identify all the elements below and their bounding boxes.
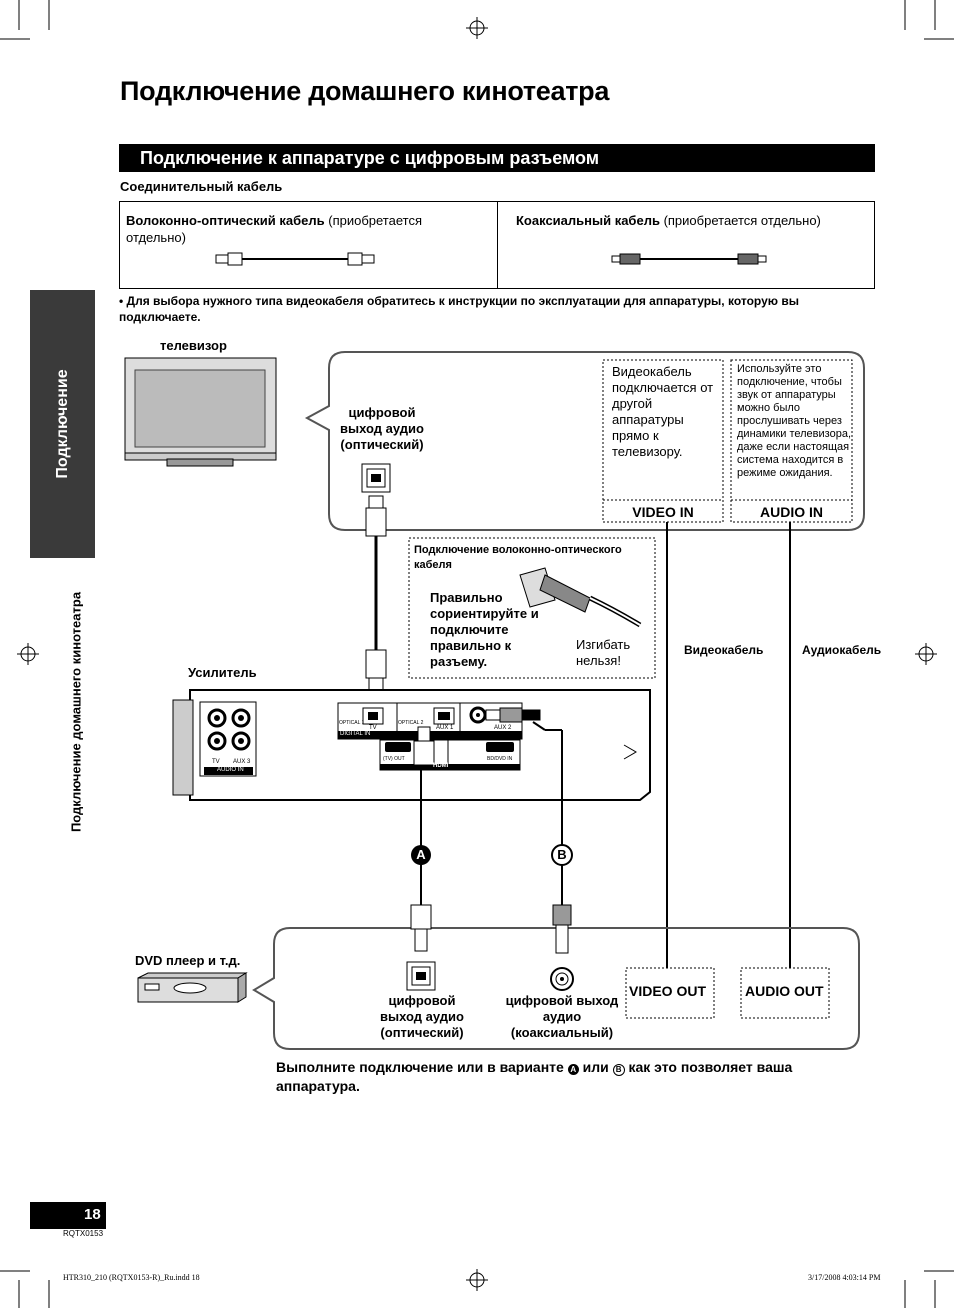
instruction-part3: как это позволяет ваша аппаратура. <box>276 1059 793 1094</box>
instruction-part1: Выполните подключение или в варианте <box>276 1059 568 1075</box>
coaxial-cable-name: Коаксиальный кабель <box>516 213 660 228</box>
tv-illustration <box>124 357 277 467</box>
cable-table: Волоконно-оптический кабель (приобретает… <box>119 201 875 289</box>
footer-file-info: HTR310_210 (RQTX0153-R)_Ru.indd 18 <box>63 1273 200 1282</box>
optical-connector-detail <box>519 567 642 628</box>
optical-cable-suffix: (приобретается отдельно) <box>126 213 422 245</box>
amp-digital-in-label: DIGITAL IN <box>340 731 371 737</box>
optical-box-title: Подключение волоконно-оптического кабеля <box>414 544 622 571</box>
page-number-box <box>30 1202 106 1229</box>
optical-cable-icon <box>215 252 375 266</box>
side-tab <box>30 290 95 558</box>
cable-heading: Соединительный кабель <box>120 179 283 194</box>
dvd-player-illustration <box>137 972 248 1003</box>
optical-box-bend-warning: Изгибать нельзя! <box>576 637 631 668</box>
tv-optical-jack <box>361 463 391 493</box>
amp-aux1-label: AUX 1 <box>436 725 454 731</box>
instruction-marker-b: B <box>612 1064 625 1076</box>
footer-timestamp: 3/17/2008 4:03:14 PM <box>808 1273 881 1282</box>
section-header: Подключение к аппаратуре с цифровым разъ… <box>119 144 875 172</box>
dashed-boxes <box>408 359 853 1019</box>
amp-optical1-label: OPTICAL 1 <box>339 720 365 726</box>
audio-in-label: AUDIO IN <box>760 504 823 520</box>
video-out-label: VIDEO OUT <box>629 983 707 999</box>
plug-a-amp <box>413 726 435 766</box>
coax-plug-amp <box>485 707 541 723</box>
optical-cable-tv <box>365 495 387 691</box>
instruction-marker-a: A <box>567 1064 579 1075</box>
amp-audio-in-label: AUDIO IN <box>217 767 244 773</box>
dvd-optical-jack <box>406 961 436 991</box>
amplifier-illustration <box>172 689 651 801</box>
marker-graphics <box>411 844 573 866</box>
side-tab-label: Подключение <box>54 369 71 479</box>
marker-b: B <box>557 847 567 862</box>
audio-out-label: AUDIO OUT <box>745 983 824 999</box>
amp-bd-dvd-in-label: BD/DVD IN <box>487 756 513 762</box>
dvd-label: DVD плеер и т.д. <box>135 953 241 968</box>
audio-cable-label: Аудиокабель <box>802 643 882 657</box>
coaxial-cable-cell: Коаксиальный кабель (приобретается отдел… <box>516 212 871 229</box>
document-code: RQTX0153 <box>63 1229 104 1238</box>
amplifier-label: Усилитель <box>188 665 257 680</box>
marker-a: A <box>416 847 426 862</box>
page-number: 18 <box>84 1206 101 1223</box>
side-chapter-label: Подключение домашнего кинотеатра <box>68 591 84 833</box>
dvd-coaxial-jack <box>550 967 574 991</box>
dvd-balloon <box>252 927 860 1050</box>
tv-optical-out-label: цифровой выход аудио (оптический) <box>340 405 424 452</box>
tv-label: телевизор <box>160 338 227 353</box>
amp-aux3-label: AUX 3 <box>233 759 251 765</box>
amp-hdmi-label: HDMI <box>433 763 449 769</box>
instruction-part2: или <box>578 1059 613 1075</box>
audio-cable-note: Используйте это подключение, чтобы звук … <box>737 363 851 479</box>
coaxial-cable-suffix: (приобретается отдельно) <box>659 213 821 228</box>
dvd-plugs <box>410 904 572 954</box>
video-cable-note: Видеокабель подключается от другой аппар… <box>612 364 714 459</box>
section-title: Подключение к аппаратуре с цифровым разъ… <box>140 148 600 168</box>
dvd-coaxial-out-label: цифровой выход аудио (коаксиальный) <box>505 993 619 1040</box>
optical-cable-cell: Волоконно-оптический кабель (приобретает… <box>126 212 466 246</box>
connection-instruction: Выполните подключение или в варианте A и… <box>276 1058 876 1096</box>
cable-note: • Для выбора нужного типа видеокабеля об… <box>119 294 799 324</box>
optical-cable-name: Волоконно-оптический кабель <box>126 213 325 228</box>
dvd-optical-out-label: цифровой выход аудио (оптический) <box>380 993 464 1040</box>
amp-tv-label: TV <box>212 759 220 765</box>
video-in-label: VIDEO IN <box>632 504 694 520</box>
coaxial-cable-icon <box>611 253 767 265</box>
amp-aux2-label: AUX 2 <box>494 725 512 731</box>
amp-optical2-label: OPTICAL 2 <box>398 720 424 726</box>
table-divider <box>497 202 498 288</box>
amp-tv-out-label: (TV) OUT <box>383 756 405 762</box>
optical-box-instruction: Правильно сориентируйте и подключите пра… <box>430 590 539 669</box>
amp-tv-optical-label: TV <box>369 725 377 731</box>
video-cable-label: Видеокабель <box>684 643 764 657</box>
tv-balloon <box>304 351 865 531</box>
page-title: Подключение домашнего кинотеатра <box>120 76 610 106</box>
registration-marks <box>17 17 937 1291</box>
